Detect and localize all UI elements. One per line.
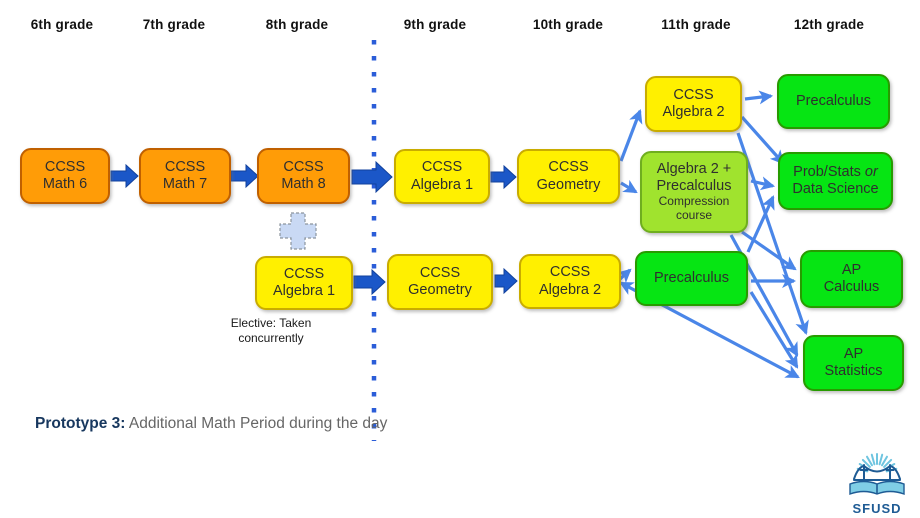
node-text: Algebra 2 bbox=[538, 281, 602, 298]
node-ccss-algebra1-8th-elective: CCSS Algebra 1 bbox=[255, 256, 353, 310]
node-ap-calculus-12th: AP Calculus bbox=[800, 250, 903, 308]
node-text: Algebra 1 bbox=[410, 176, 474, 193]
node-text: Geometry bbox=[408, 282, 472, 298]
arrow-alg2-10-precalc11 bbox=[616, 268, 632, 284]
caption: Prototype 3: Additional Math Period duri… bbox=[35, 415, 387, 433]
header-10th-grade: 10th grade bbox=[532, 17, 604, 32]
node-text: Precalculus bbox=[654, 269, 729, 286]
arrow-alg2-11-precalc12 bbox=[744, 90, 774, 105]
node-text: Algebra 1 bbox=[272, 283, 336, 299]
node-ap-statistics-12th: AP Statistics bbox=[803, 335, 904, 391]
node-text: Precalculus bbox=[796, 92, 871, 109]
node-text: Statistics bbox=[824, 363, 883, 379]
arrow-math7-math8 bbox=[230, 163, 259, 189]
arrow-compression-probstats bbox=[750, 176, 776, 191]
plus-icon bbox=[279, 212, 317, 250]
node-text: Precalculus bbox=[656, 178, 732, 195]
sfusd-logo: SFUSD bbox=[842, 446, 912, 516]
node-text: Geometry bbox=[536, 176, 601, 193]
sequence-block-arrows bbox=[110, 160, 518, 296]
header-6th-grade: 6th grade bbox=[30, 17, 94, 32]
node-ccss-math-7: CCSS Math 7 bbox=[139, 148, 231, 204]
arrow-geom10-compression bbox=[620, 179, 638, 194]
node-text: AP bbox=[841, 261, 862, 278]
node-text: course bbox=[675, 208, 713, 223]
node-ccss-math-8: CCSS Math 8 bbox=[257, 148, 350, 204]
node-text: CCSS bbox=[549, 264, 591, 281]
sfusd-logo-icon bbox=[849, 453, 905, 495]
node-ccss-math-6: CCSS Math 6 bbox=[20, 148, 110, 204]
caption-text: Additional Math Period during the day bbox=[125, 415, 388, 432]
header-7th-grade: 7th grade bbox=[142, 17, 206, 32]
node-text: CCSS bbox=[44, 158, 86, 175]
arrow-precalc11-probstats bbox=[746, 195, 775, 253]
sfusd-logo-label: SFUSD bbox=[852, 501, 902, 516]
node-ccss-algebra1-9th: CCSS Algebra 1 bbox=[394, 149, 490, 204]
elective-note: Elective: Taken concurrently bbox=[201, 316, 341, 346]
node-text: Prob/Stats or bbox=[793, 163, 878, 180]
arrow-math6-math7 bbox=[110, 163, 139, 189]
node-text: CCSS bbox=[548, 159, 589, 176]
node-text: CCSS bbox=[673, 86, 714, 103]
node-precalculus-11th: Precalculus bbox=[635, 251, 748, 306]
arrow-algebra1e-geometry9 bbox=[353, 268, 386, 296]
node-ccss-algebra2-11th: CCSS Algebra 2 bbox=[645, 76, 742, 132]
pathway-arrows bbox=[616, 90, 809, 379]
header-9th-grade: 9th grade bbox=[403, 17, 467, 32]
node-text: Math 7 bbox=[162, 176, 208, 192]
node-probstats-datascience-12th: Prob/Stats or Data Science bbox=[778, 152, 893, 210]
elective-note-line2: concurrently bbox=[238, 331, 304, 345]
node-text: CCSS bbox=[421, 159, 463, 176]
node-text: Compression bbox=[658, 194, 730, 209]
node-ccss-geometry-10th: CCSS Geometry bbox=[517, 149, 620, 204]
node-text: CCSS bbox=[283, 265, 325, 282]
node-text: CCSS bbox=[164, 158, 206, 175]
node-text: Math 8 bbox=[281, 176, 326, 192]
node-text: Calculus bbox=[823, 279, 880, 295]
header-12th-grade: 12th grade bbox=[793, 17, 865, 32]
node-text: CCSS bbox=[419, 264, 461, 281]
arrow-geometry9-algebra2 bbox=[494, 267, 518, 295]
arrow-alg2-11-probstats bbox=[740, 115, 785, 165]
node-text: AP bbox=[843, 345, 864, 362]
node-text: Algebra 2 + bbox=[656, 161, 732, 178]
node-ccss-geometry-9th: CCSS Geometry bbox=[387, 254, 493, 310]
header-8th-grade: 8th grade bbox=[265, 17, 329, 32]
caption-prefix: Prototype 3: bbox=[35, 415, 126, 432]
node-ccss-algebra2-10th: CCSS Algebra 2 bbox=[519, 254, 621, 309]
node-compression-course-11th: Algebra 2 + Precalculus Compression cour… bbox=[640, 151, 748, 233]
node-text: Math 6 bbox=[42, 176, 88, 192]
elective-note-line1: Elective: Taken bbox=[230, 316, 312, 330]
arrow-precalc11-apstats bbox=[749, 291, 799, 369]
header-11th-grade: 11th grade bbox=[661, 17, 731, 32]
arrow-geom10-alg2-11 bbox=[619, 109, 643, 162]
node-text: Algebra 2 bbox=[662, 104, 725, 120]
node-text: CCSS bbox=[283, 158, 324, 175]
arrow-compression-apcalc bbox=[741, 230, 797, 271]
node-text: Data Science bbox=[792, 181, 879, 197]
arrow-math8-algebra1 bbox=[351, 160, 393, 194]
node-precalculus-12th: Precalculus bbox=[777, 74, 890, 129]
arrow-algebra1-geometry bbox=[490, 164, 517, 190]
